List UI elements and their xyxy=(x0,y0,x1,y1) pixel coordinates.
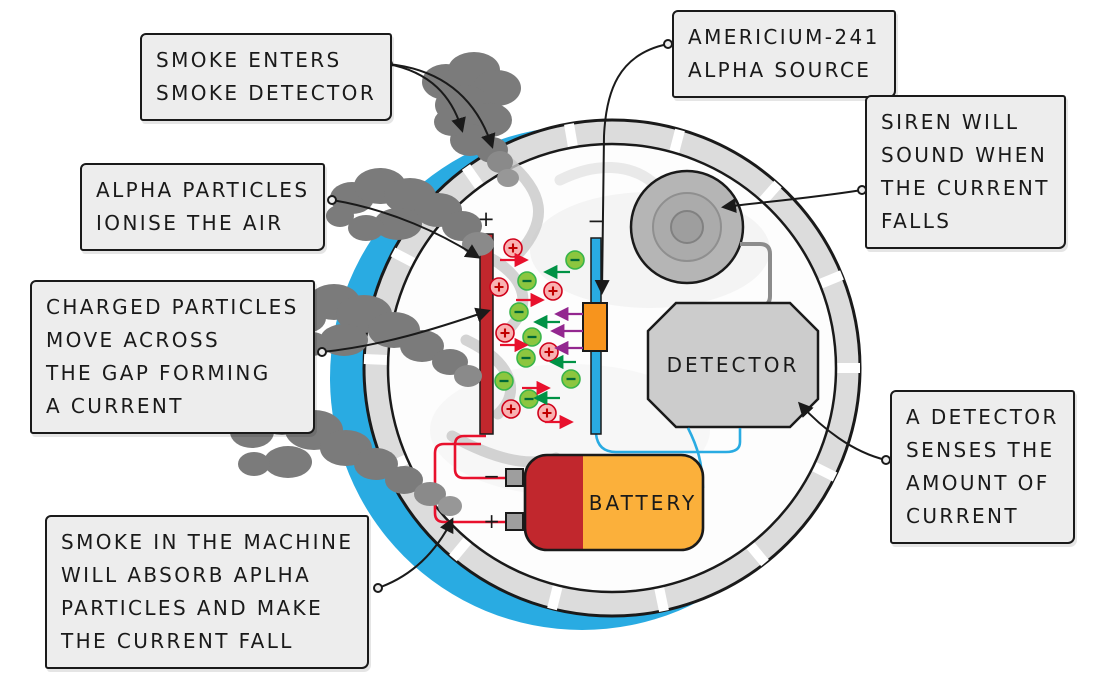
callout-siren: SIREN WILL SOUND WHEN THE CURRENT FALLS xyxy=(865,95,1066,249)
negative-electrode-sign: − xyxy=(587,209,605,233)
battery-positive-sign: + xyxy=(483,509,500,533)
callout-arrow-charged-particles xyxy=(321,307,491,353)
callout-charged-particles-text: CHARGED PARTICLES MOVE ACROSS THE GAP FO… xyxy=(46,295,299,418)
detector-chip: DETECTOR xyxy=(646,301,820,429)
detector-label: DETECTOR xyxy=(667,353,800,377)
connector-dot xyxy=(881,455,891,465)
connector-dot xyxy=(327,195,337,205)
negative-ion xyxy=(516,270,538,292)
callout-detector-senses-text: A DETECTOR SENSES THE AMOUNT OF CURRENT xyxy=(906,405,1059,528)
connector-dot xyxy=(317,347,327,357)
negative-ion xyxy=(518,388,540,410)
battery-negative-sign: − xyxy=(483,464,500,488)
positive-ion xyxy=(488,276,510,298)
callout-siren-text: SIREN WILL SOUND WHEN THE CURRENT FALLS xyxy=(881,110,1050,233)
negative-ion xyxy=(493,370,515,392)
negative-ion xyxy=(521,326,543,348)
positive-ion xyxy=(536,402,558,424)
callout-connectors xyxy=(321,43,887,589)
positive-ion xyxy=(542,280,564,302)
callout-alpha-particles-text: ALPHA PARTICLES IONISE THE AIR xyxy=(96,178,310,235)
negative-ion xyxy=(508,301,530,323)
callout-arrow-siren xyxy=(721,189,863,213)
positive-electrode xyxy=(479,233,494,435)
callout-americium-text: AMERICIUM-241 ALPHA SOURCE xyxy=(688,25,880,82)
battery-body xyxy=(583,455,703,550)
callout-arrow-americium xyxy=(594,43,669,295)
siren-speaker xyxy=(629,169,745,285)
callout-detector-senses: A DETECTOR SENSES THE AMOUNT OF CURRENT xyxy=(890,390,1075,544)
wire-blue xyxy=(594,428,742,454)
callout-smoke-enters: SMOKE ENTERS SMOKE DETECTOR xyxy=(140,33,393,121)
positive-ion xyxy=(500,398,522,420)
callout-charged-particles: CHARGED PARTICLES MOVE ACROSS THE GAP FO… xyxy=(30,280,315,434)
alpha-source xyxy=(582,302,608,352)
callout-alpha-particles: ALPHA PARTICLES IONISE THE AIR xyxy=(80,163,326,251)
negative-ion xyxy=(564,249,586,271)
positive-ion xyxy=(494,322,516,344)
callout-arrow-smoke-absorbs xyxy=(377,517,454,589)
callout-smoke-absorbs: SMOKE IN THE MACHINE WILL ABSORB APLHA P… xyxy=(45,515,370,669)
callout-americium: AMERICIUM-241 ALPHA SOURCE xyxy=(672,10,896,98)
battery-terminal-positive xyxy=(505,512,524,531)
battery-label: BATTERY xyxy=(589,491,697,515)
battery: − + BATTERY xyxy=(483,453,705,552)
callout-arrow-detector-senses xyxy=(797,401,887,461)
positive-ion xyxy=(502,237,524,259)
battery-terminal-negative xyxy=(505,468,524,487)
positive-ion xyxy=(538,341,560,363)
connector-dot xyxy=(373,583,383,593)
callout-arrow-smoke-enters xyxy=(387,63,496,149)
smoke-cloud-left-upper xyxy=(326,168,494,256)
connector-dot xyxy=(663,39,673,49)
callout-smoke-absorbs-text: SMOKE IN THE MACHINE WILL ABSORB APLHA P… xyxy=(61,530,354,653)
callout-smoke-enters-text: SMOKE ENTERS SMOKE DETECTOR xyxy=(156,48,377,105)
callout-arrow-smoke-enters xyxy=(387,63,466,133)
negative-ion xyxy=(515,347,537,369)
smoke-cloud-top xyxy=(422,52,521,187)
ion-motion-arrows xyxy=(500,252,583,430)
negative-ion xyxy=(560,368,582,390)
wire-red xyxy=(453,434,508,480)
battery-outline xyxy=(523,453,705,552)
callout-arrow-alpha-particles xyxy=(331,199,481,259)
